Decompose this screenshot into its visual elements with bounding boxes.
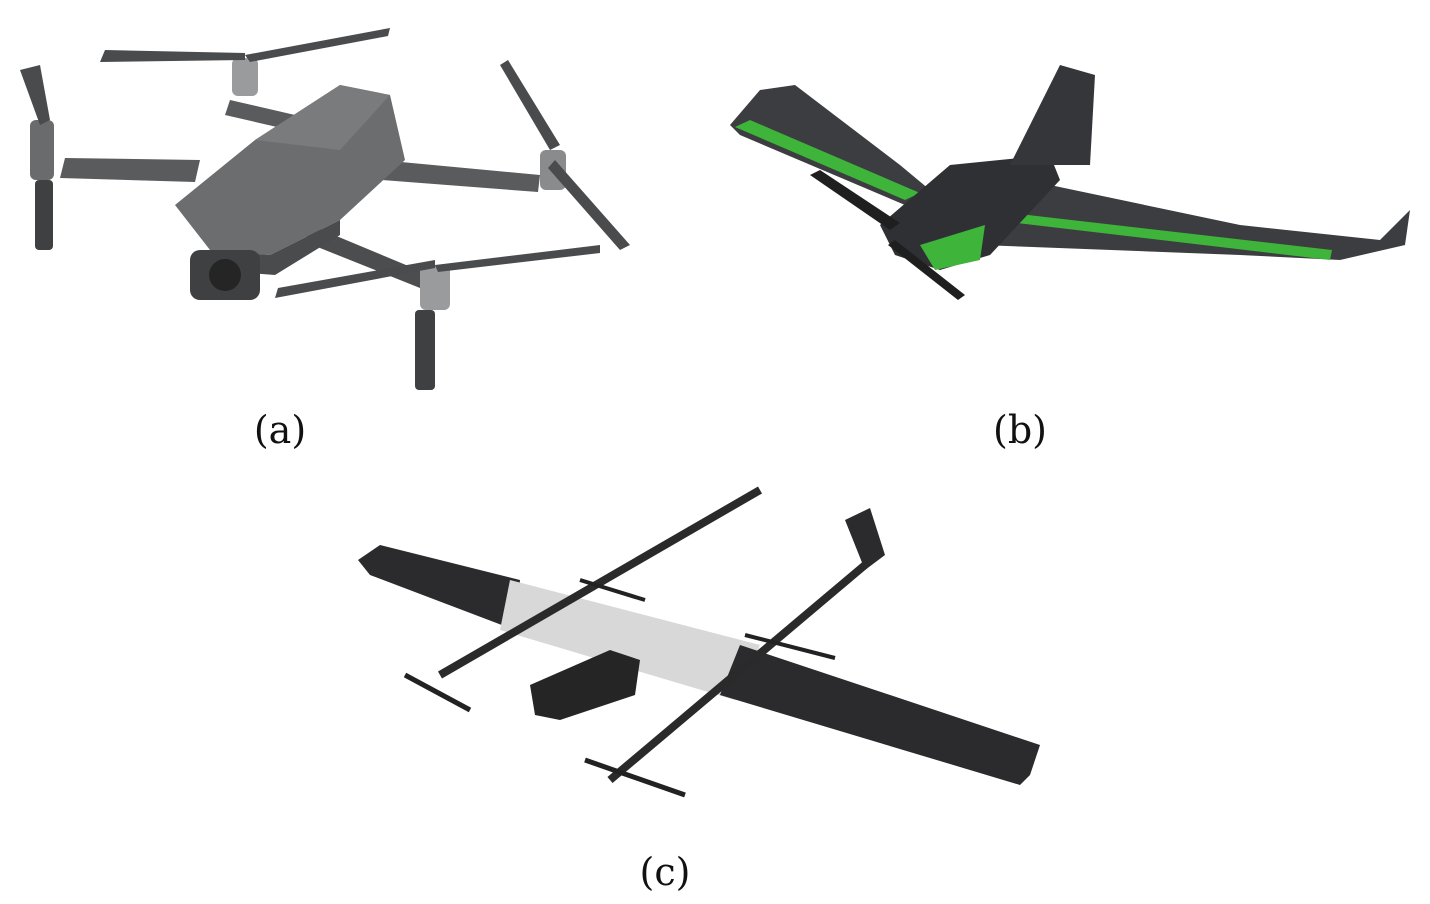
panel-a [10,20,660,395]
vtol-fixed-wing-drone-image [358,486,1040,798]
panel-c [340,480,1060,810]
panel-c-label: (c) [639,850,691,894]
panel-b [720,55,1420,305]
panel-b-label: (b) [993,408,1047,452]
flying-wing-drone-image [730,65,1410,300]
panel-a-label: (a) [253,408,307,452]
quadcopter-drone-image [20,28,630,390]
